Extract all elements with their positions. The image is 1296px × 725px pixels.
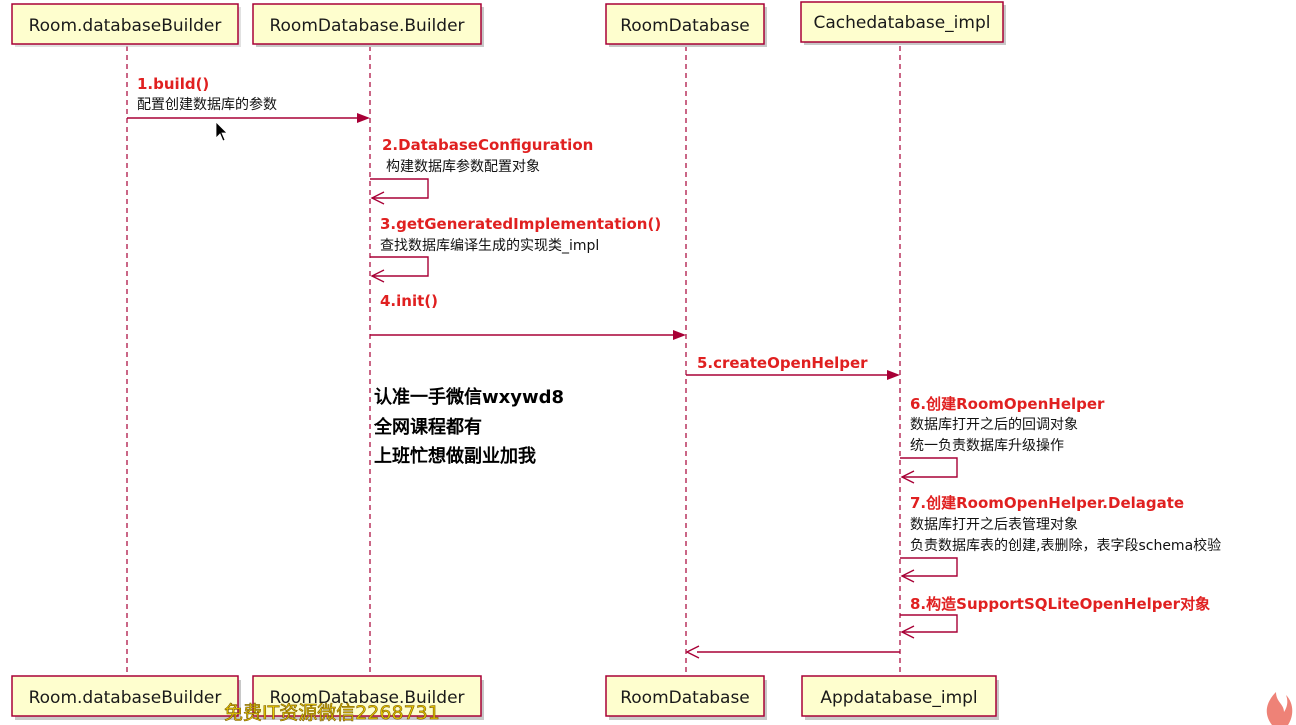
message-init: 4.init() — [370, 292, 686, 340]
message-title: 1.build() — [137, 75, 209, 93]
flame-logo-icon — [1266, 692, 1293, 725]
message-title: 8.构造SupportSQLiteOpenHelper对象 — [910, 595, 1210, 613]
overlay-note: 认准一手微信wxywd8 全网课程都有 上班忙想做副业加我 — [373, 386, 564, 467]
message-title: 5.createOpenHelper — [697, 354, 868, 372]
message-return — [685, 645, 900, 659]
note-line: 上班忙想做副业加我 — [374, 445, 536, 467]
message-get-generated-implementation: 3.getGeneratedImplementation() 查找数据库编译生成… — [370, 215, 661, 283]
message-title: 6.创建RoomOpenHelper — [910, 395, 1105, 413]
participant-label: RoomDatabase — [620, 688, 750, 708]
participant-label: Room.databaseBuilder — [29, 16, 222, 36]
message-title: 2.DatabaseConfiguration — [382, 136, 593, 154]
message-line: 数据库打开之后的回调对象 — [910, 416, 1078, 433]
message-line: 负责数据库表的创建,表删除，表字段schema校验 — [910, 537, 1221, 554]
participant-top-room-databasebuilder: Room.databaseBuilder — [11, 3, 241, 47]
message-line: 构建数据库参数配置对象 — [386, 158, 540, 175]
note-line: 全网课程都有 — [373, 416, 482, 438]
message-build: 1.build() 配置创建数据库的参数 — [127, 75, 370, 123]
participant-label: RoomDatabase.Builder — [269, 16, 464, 36]
arrow-head — [370, 269, 385, 283]
watermark-text: 免费IT资源微信2268731 — [224, 702, 440, 724]
participant-top-roomdatabase-builder: RoomDatabase.Builder — [252, 3, 484, 47]
message-construct-support-sqlite-open-helper: 8.构造SupportSQLiteOpenHelper对象 — [900, 595, 1210, 639]
participant-top-cachedatabase-impl: Cachedatabase_impl — [800, 1, 1006, 45]
self-arrow-line — [900, 614, 958, 633]
self-arrow-line — [370, 256, 429, 277]
message-create-room-open-helper-delagate: 7.创建RoomOpenHelper.Delagate 数据库打开之后表管理对象… — [900, 494, 1221, 583]
arrow-head — [900, 470, 915, 484]
note-line: 认准一手微信wxywd8 — [374, 386, 564, 408]
message-title: 3.getGeneratedImplementation() — [380, 215, 661, 233]
self-arrow-line — [370, 178, 429, 199]
mouse-pointer-icon — [215, 121, 228, 142]
participant-label: Appdatabase_impl — [820, 688, 977, 708]
arrow-head — [900, 569, 915, 583]
arrow-head — [887, 370, 900, 380]
arrow-head — [685, 645, 700, 659]
participant-label: Room.databaseBuilder — [29, 688, 222, 708]
participant-bottom-roomdatabase: RoomDatabase — [605, 675, 767, 720]
arrow-head — [370, 191, 385, 205]
arrow-head — [673, 330, 686, 340]
participant-label: RoomDatabase — [620, 16, 750, 36]
message-line: 统一负责数据库升级操作 — [910, 438, 1064, 454]
message-title: 4.init() — [380, 292, 438, 310]
message-line: 查找数据库编译生成的实现类_impl — [380, 238, 599, 254]
participant-bottom-roomdatabase-builder: RoomDatabase.Builder — [252, 675, 484, 720]
participant-label: RoomDatabase.Builder — [269, 688, 464, 708]
message-title: 7.创建RoomOpenHelper.Delagate — [910, 494, 1184, 512]
message-create-open-helper: 5.createOpenHelper — [686, 354, 900, 380]
message-database-configuration: 2.DatabaseConfiguration 构建数据库参数配置对象 — [370, 136, 593, 205]
participant-top-roomdatabase: RoomDatabase — [605, 3, 767, 47]
participant-bottom-appdatabase-impl: Appdatabase_impl — [801, 675, 999, 720]
message-create-room-open-helper: 6.创建RoomOpenHelper 数据库打开之后的回调对象 统一负责数据库升… — [900, 395, 1105, 484]
self-arrow-line — [900, 557, 958, 577]
message-line: 配置创建数据库的参数 — [137, 96, 277, 113]
arrow-head — [357, 113, 370, 123]
participant-bottom-room-databasebuilder: Room.databaseBuilder — [11, 675, 241, 720]
arrow-head — [900, 625, 915, 639]
message-line: 数据库打开之后表管理对象 — [910, 516, 1078, 533]
participant-label: Cachedatabase_impl — [814, 13, 991, 33]
self-arrow-line — [900, 457, 958, 478]
